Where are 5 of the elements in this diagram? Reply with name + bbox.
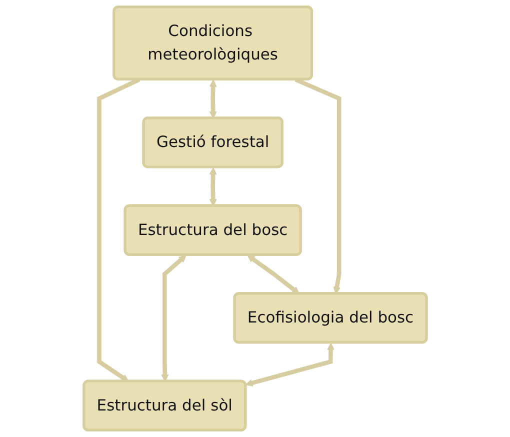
arrow: [245, 342, 334, 387]
arrow: [209, 167, 217, 206]
arrow: [247, 254, 300, 294]
arrow: [209, 80, 217, 119]
arrow: [160, 254, 186, 382]
